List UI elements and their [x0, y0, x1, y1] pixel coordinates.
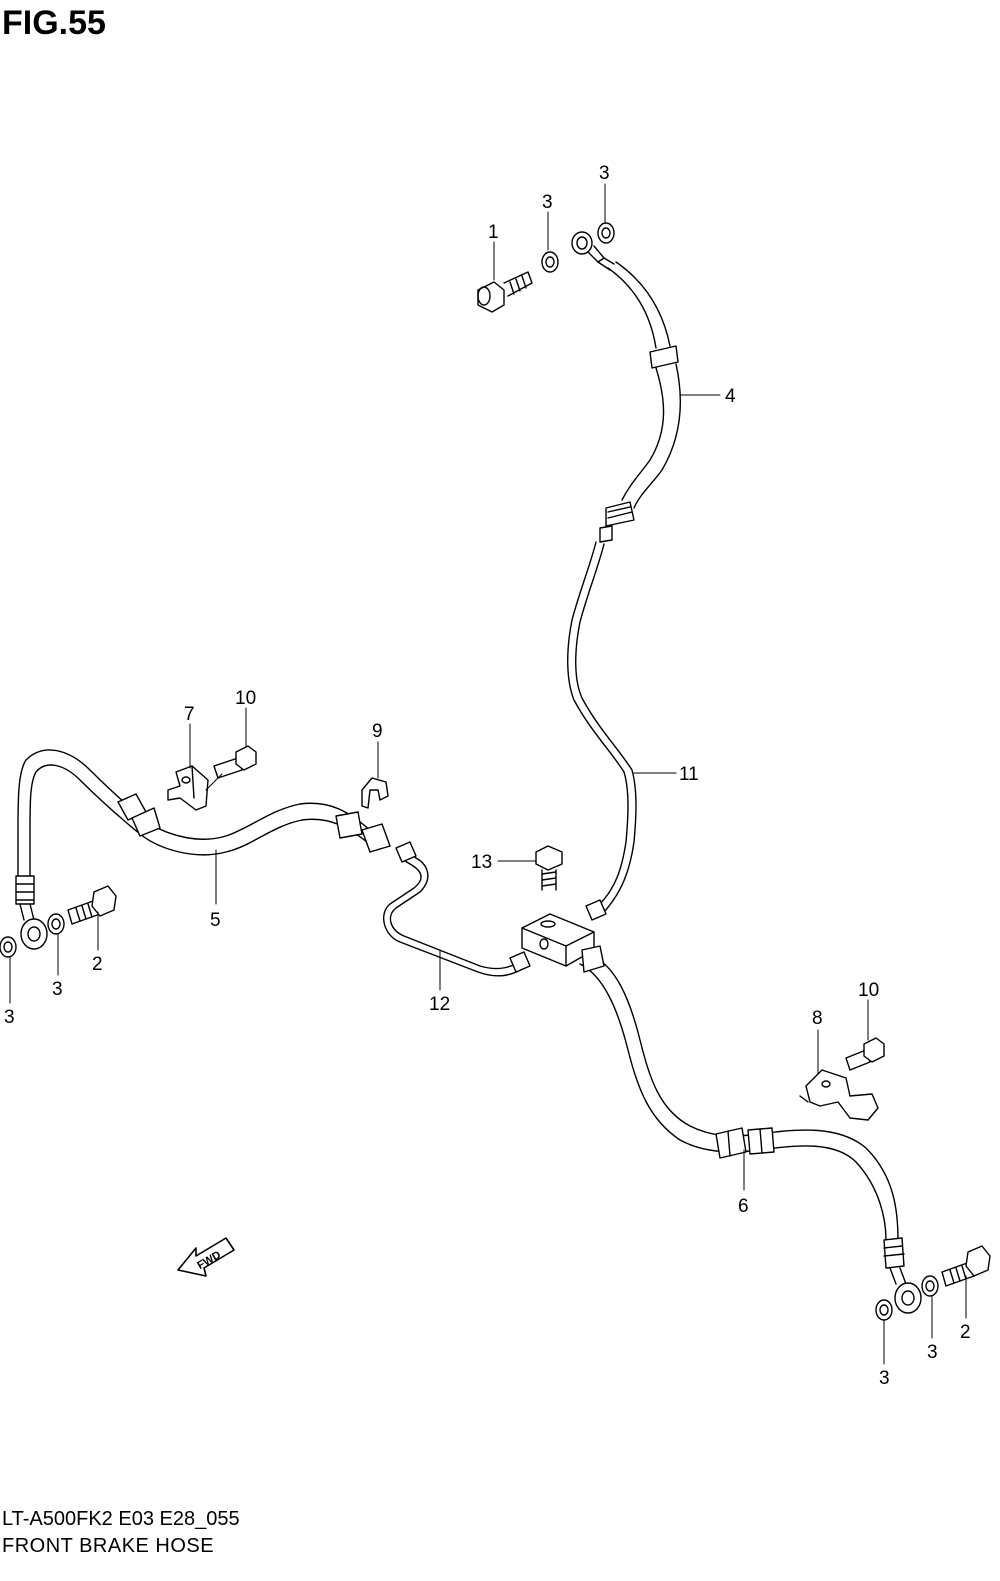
callout-8: 8: [812, 1008, 823, 1029]
bolt-part-10-left: [213, 745, 257, 779]
bracket-part-7: [167, 765, 209, 811]
washer-part-3-left-a: [0, 936, 17, 958]
callout-3: 3: [879, 1368, 890, 1389]
callout-3: 3: [927, 1342, 938, 1363]
brake-hose-part-5: [15, 749, 391, 950]
bracket-part-8: [799, 1069, 879, 1121]
junction-block: [521, 913, 595, 967]
callout-3: 3: [4, 1007, 15, 1028]
union-bolt-part-2-left: [67, 885, 117, 925]
brake-pipe-part-11: [567, 541, 637, 921]
callout-11: 11: [679, 764, 699, 785]
callout-10: 10: [858, 980, 879, 1001]
figure-title: FIG.55: [2, 4, 106, 42]
section-name: FRONT BRAKE HOSE: [2, 1535, 215, 1557]
callout-7: 7: [184, 704, 195, 725]
brake-hose-part-4: [571, 231, 682, 543]
callout-2: 2: [92, 954, 103, 975]
leader-lines: [9, 183, 967, 1365]
callout-3: 3: [542, 192, 553, 213]
callout-3: 3: [599, 163, 610, 184]
fwd-label: FWD: [195, 1249, 223, 1272]
callout-4: 4: [725, 386, 736, 407]
callout-9: 9: [372, 721, 383, 742]
washer-part-3-left-b: [47, 913, 65, 935]
callout-6: 6: [738, 1196, 749, 1217]
model-code: LT-A500FK2 E03 E28_055: [2, 1508, 240, 1530]
callout-10: 10: [235, 688, 256, 709]
clip-part-9: [361, 777, 389, 809]
washer-part-3-right-b: [921, 1275, 939, 1297]
bolt-part-13: [535, 845, 563, 891]
washer-part-3-right-a: [875, 1299, 893, 1321]
union-bolt-part-1: [477, 271, 533, 313]
callout-2: 2: [960, 1322, 971, 1343]
washer-part-3-top-b: [597, 222, 615, 244]
washer-part-3-top-a: [541, 251, 559, 273]
forward-direction-arrow: FWD: [177, 1237, 235, 1277]
union-bolt-part-2-right: [941, 1245, 991, 1287]
callout-labels: 1 3 3 4 10 7 9 11 13 5 2 3 3 12 10 8 6 2…: [4, 163, 971, 1389]
callout-5: 5: [210, 910, 221, 931]
bolt-part-10-right: [845, 1037, 885, 1071]
callout-3: 3: [52, 979, 63, 1000]
callout-12: 12: [429, 994, 450, 1015]
brake-hose-part-6: [579, 945, 922, 1314]
brake-pipe-part-12: [382, 841, 531, 977]
callout-13: 13: [471, 852, 492, 873]
callout-1: 1: [488, 222, 499, 243]
